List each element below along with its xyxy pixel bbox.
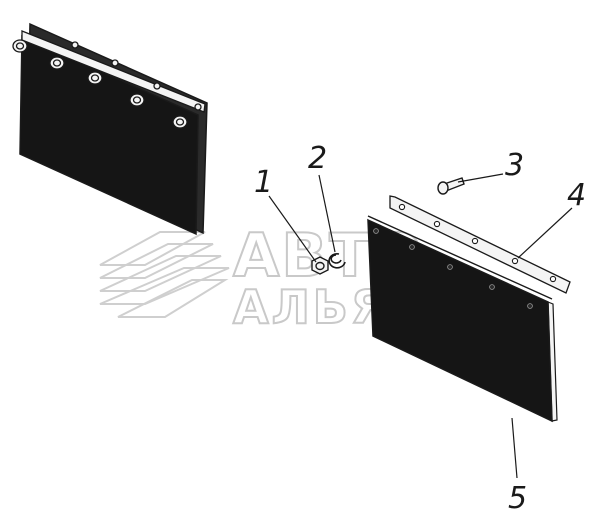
part-bolt bbox=[437, 177, 465, 195]
assembled-mudflap bbox=[12, 22, 208, 236]
assembled-bolt-icon bbox=[49, 56, 65, 70]
spring-washer-icon bbox=[328, 253, 346, 269]
mudflap-top-edge bbox=[367, 215, 553, 300]
mudflap-hole-icon bbox=[409, 244, 415, 250]
bolt-head-icon bbox=[437, 181, 449, 195]
strip-hole-icon bbox=[511, 257, 519, 265]
mudflap-hole-icon bbox=[527, 303, 533, 309]
nut-hole-icon bbox=[315, 261, 325, 271]
leader-line-3 bbox=[457, 173, 504, 183]
leader-lines bbox=[268, 173, 573, 479]
strip-hole-icon bbox=[549, 275, 557, 283]
strip-hole-icon bbox=[433, 220, 441, 228]
assembled-small-stud-icon bbox=[153, 82, 161, 90]
leader-line-1 bbox=[268, 195, 317, 263]
callout-label-3: 3 bbox=[505, 148, 524, 183]
assembled-bolt-icon bbox=[172, 115, 188, 129]
assembled-bolt-icon bbox=[12, 39, 28, 53]
assembled-small-stud-icon bbox=[194, 103, 202, 111]
mudflap-hole-icon bbox=[489, 284, 495, 290]
callout-labels: 1 2 3 4 5 bbox=[254, 141, 586, 516]
leader-line-2 bbox=[318, 174, 336, 253]
part-mudflap bbox=[367, 215, 558, 423]
assembled-flap-body bbox=[19, 34, 199, 236]
assembled-small-stud-icon bbox=[111, 59, 119, 67]
assembled-bolt-icon bbox=[129, 93, 145, 107]
callout-label-4: 4 bbox=[567, 178, 586, 213]
strip-hole-icon bbox=[398, 203, 406, 211]
callout-label-5: 5 bbox=[508, 481, 527, 516]
callout-label-2: 2 bbox=[308, 141, 327, 176]
assembled-small-stud-icon bbox=[71, 41, 79, 49]
watermark-logo-icon bbox=[99, 231, 230, 318]
mudflap-hole-icon bbox=[447, 264, 453, 270]
leader-line-5 bbox=[511, 417, 518, 479]
mudflap-holes bbox=[373, 228, 533, 309]
mudflap-body bbox=[367, 218, 553, 423]
leader-line-4 bbox=[517, 207, 573, 259]
mounting-strip-holes bbox=[398, 203, 557, 283]
mounting-strip bbox=[389, 195, 571, 294]
assembled-bracket-strip bbox=[21, 30, 206, 113]
part-spring-washer bbox=[328, 253, 346, 269]
assembled-bolt-icon bbox=[87, 71, 103, 85]
mudflap-hole-icon bbox=[373, 228, 379, 234]
part-mounting-strip bbox=[389, 195, 571, 294]
assembled-bolt-row bbox=[12, 39, 202, 129]
callout-label-1: 1 bbox=[254, 165, 273, 200]
strip-hole-icon bbox=[471, 237, 479, 245]
